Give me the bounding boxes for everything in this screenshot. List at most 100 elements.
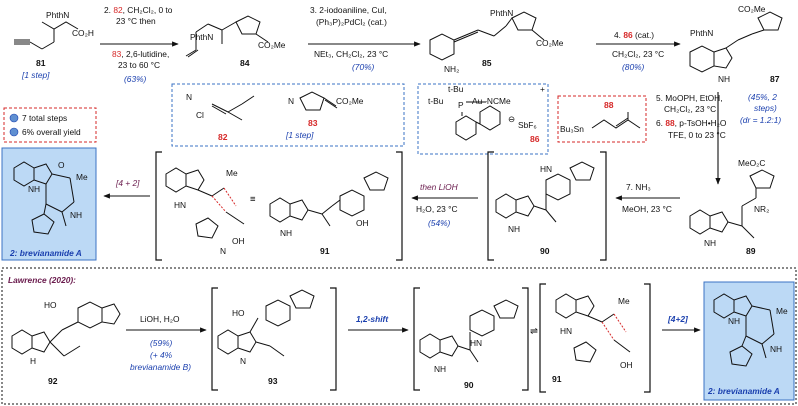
compound-93-label: 93 [268, 376, 278, 386]
compound-90b-structure: NH HN [419, 299, 519, 374]
compound-87-label: 87 [770, 74, 780, 84]
compound-89-structure: MeO₂C NR₂ NH [689, 158, 775, 248]
reagent-88-structure: Bu₃Sn [560, 112, 641, 134]
meo2c-label: MeO₂C [738, 158, 765, 168]
step-3-line-1: 3. 2-iodoaniline, CuI, [310, 5, 387, 15]
lawrence-yield: (59%) [150, 338, 173, 348]
lawrence-brevianamide-a-structure: NH Me NH [713, 293, 788, 367]
nr2-label: NR₂ [754, 204, 769, 214]
reagent-82-label: 82 [218, 132, 228, 142]
step-4-yield: (80%) [622, 62, 645, 72]
reagent-box-82-83 [171, 83, 405, 147]
brevianamide-a-structure: NH Me NH O [13, 160, 88, 235]
sbf6-label: SbF₆ [518, 120, 537, 130]
compound-90-label: 90 [540, 246, 550, 256]
step-3-line-2: (Ph₃P)₂PdCl₂ (cat.) [316, 17, 387, 27]
nh2-label: NH₂ [444, 64, 459, 74]
compound-89-label: 89 [746, 246, 756, 256]
equilibrium-sign: ⇌ [530, 326, 538, 337]
reagent-86-structure: t-Bu t-Bu P Au–NCMe SbF₆ + ⊖ [428, 84, 545, 141]
step-56-yield-1: (45%, 2 [748, 92, 777, 102]
reagent-83-steps: [1 step] [285, 130, 314, 140]
bracket-right [600, 151, 607, 261]
oh-label: OH [232, 236, 245, 246]
reagent-box-86 [417, 83, 549, 155]
cl-label: Cl [196, 110, 204, 120]
co2me-label: CO₂Me [336, 96, 364, 106]
reagent-83-label: 83 [308, 118, 318, 128]
lawrence-product-label: 2: brevianamide A [707, 386, 780, 396]
step-4-line-1: 4. 86 (cat.) [614, 30, 654, 40]
nh-label: NH [28, 184, 40, 194]
o-label: O [58, 160, 65, 170]
compound-92-label: 92 [48, 376, 58, 386]
nh-label: NH [434, 364, 446, 374]
bullet-icon [9, 113, 19, 123]
step-2-line-2: 23 °C then [116, 16, 156, 26]
me-label: Me [76, 172, 88, 182]
bracket-left [539, 283, 546, 393]
step-7-line-1: 7. NH₃ [626, 182, 651, 192]
reagent-86-label: 86 [530, 134, 540, 144]
oh-label: OH [356, 218, 369, 228]
nme2-label: N [186, 92, 192, 102]
n-label: N [240, 356, 246, 366]
bracket-left [155, 151, 162, 261]
da-label: [4 + 2] [115, 178, 140, 188]
lioh-line-2: H₂O, 23 °C [416, 204, 458, 214]
lawrence-panel [1, 267, 797, 405]
step-6-line-2: TFE, 0 to 23 °C [668, 130, 726, 140]
product-box-brevianamide-a [1, 147, 97, 261]
step-3-line-3: NEt₃, CH₂Cl₂, 23 °C [314, 49, 388, 59]
ho-label: HO [232, 308, 245, 318]
compound-81-steps: [1 step] [21, 70, 50, 80]
step-2-line-3: 83, 2,6-lutidine, [112, 49, 169, 59]
summary-box [3, 107, 97, 143]
step-5-line-1: 5. MoOPH, EtOH, [656, 93, 723, 103]
nh-label: NH [770, 344, 782, 354]
hn-label: HN [560, 326, 572, 336]
me-label: Me [226, 168, 238, 178]
tbu-label-1: t-Bu [448, 84, 464, 94]
co2h-label: CO₂H [72, 28, 94, 38]
au-label: Au–NCMe [472, 96, 511, 106]
bracket-right [330, 287, 337, 391]
step-2-yield: (63%) [124, 74, 147, 84]
nh-label: NH [718, 74, 730, 84]
lawrence-cond-1: LiOH, H₂O [140, 314, 180, 324]
step-56-dr: (dr = 1.2:1) [740, 115, 781, 125]
phthn-label: PhthN [690, 28, 713, 38]
step-4-line-2: CH₂Cl₂, 23 °C [612, 49, 664, 59]
compound-81-structure: PhthN CO₂H [14, 10, 94, 50]
step-5-line-2: CH₂Cl₂, 23 °C [664, 104, 716, 114]
n-label: N [288, 96, 294, 106]
bullet-icon [9, 127, 19, 137]
bracket-right [522, 287, 529, 391]
step-3-yield: (70%) [352, 62, 375, 72]
compound-91b-label: 91 [552, 374, 562, 384]
minus-label: ⊖ [508, 114, 515, 124]
reagent-82-structure: N Cl [186, 92, 255, 121]
reagent-88-label: 88 [604, 100, 614, 110]
co2me-label: CO₂Me [536, 38, 564, 48]
lioh-yield: (54%) [428, 218, 451, 228]
bracket-right [644, 283, 651, 393]
compound-85-label: 85 [482, 58, 492, 68]
lawrence-da-label: [4+2] [667, 314, 689, 324]
hn-label: HN [540, 164, 552, 174]
tbu-label-2: t-Bu [428, 96, 444, 106]
reagent-box-88 [557, 95, 647, 143]
compound-91-label: 91 [320, 246, 330, 256]
compound-81-label: 81 [36, 58, 46, 68]
compound-91-structure-a: HN Me OH [165, 167, 245, 246]
bracket-left [211, 287, 218, 391]
compound-84-structure: PhthN CO₂Me [185, 15, 286, 58]
h-label: H [30, 356, 36, 366]
ho-label: HO [44, 300, 57, 310]
reagent-83-structure: N CO₂Me [288, 91, 364, 111]
hn-label: HN [470, 338, 482, 348]
bracket-right [396, 151, 403, 261]
hn-label: HN [174, 200, 186, 210]
